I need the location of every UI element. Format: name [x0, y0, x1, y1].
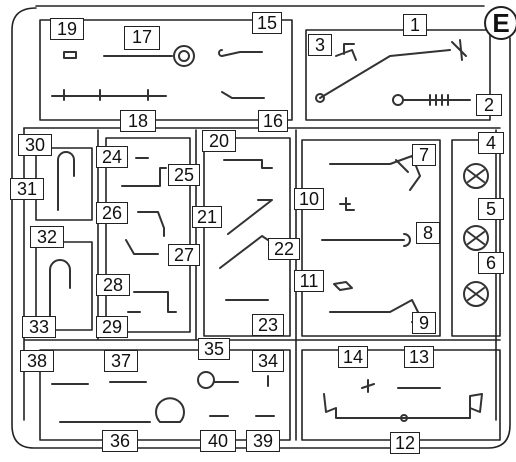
part-20 [223, 159, 273, 169]
label-4: 4 [478, 132, 504, 154]
panel-top-right [305, 29, 491, 121]
label-32: 32 [30, 226, 64, 248]
part-12 [323, 393, 483, 419]
label-12: 12 [390, 432, 420, 454]
part-11 [333, 281, 353, 291]
label-25: 25 [168, 164, 200, 186]
part-14 [361, 379, 375, 393]
panel-middle [203, 137, 291, 337]
sprue-letter: E [484, 6, 516, 40]
label-31: 31 [10, 178, 44, 200]
label-27: 27 [168, 244, 200, 266]
part-26 [137, 211, 165, 237]
label-19: 19 [50, 18, 84, 40]
label-38: 38 [20, 350, 54, 372]
part-35 [197, 371, 215, 389]
part-10 [339, 197, 355, 211]
label-2: 2 [476, 94, 502, 116]
part-18 [51, 89, 167, 101]
label-15: 15 [252, 12, 282, 34]
label-26: 26 [96, 202, 128, 224]
label-6: 6 [478, 252, 504, 274]
label-14: 14 [338, 346, 368, 368]
part-9 [329, 299, 421, 323]
panel-mid-left [105, 137, 191, 333]
part-15 [218, 49, 263, 57]
parts [49, 39, 489, 423]
label-23: 23 [252, 314, 284, 336]
part-7 [329, 155, 421, 191]
label-10: 10 [294, 188, 324, 210]
part-wheels [463, 163, 489, 307]
part-19 [63, 51, 77, 59]
label-5: 5 [478, 198, 504, 220]
label-37: 37 [104, 350, 138, 372]
part-30 [57, 151, 75, 211]
label-40: 40 [200, 430, 236, 452]
part-21 [227, 199, 273, 235]
part-1-rod [319, 49, 451, 99]
part-27 [125, 239, 159, 255]
part-28 [133, 291, 177, 313]
label-18: 18 [120, 110, 156, 132]
label-29: 29 [96, 316, 128, 338]
label-22: 22 [268, 238, 300, 260]
label-33: 33 [22, 316, 56, 338]
label-17: 17 [124, 26, 160, 50]
label-36: 36 [102, 430, 138, 452]
label-39: 39 [246, 430, 280, 452]
label-9: 9 [412, 312, 436, 334]
label-30: 30 [18, 134, 52, 156]
label-28: 28 [96, 274, 130, 296]
label-3: 3 [308, 34, 332, 56]
part-16 [221, 91, 265, 99]
label-20: 20 [202, 130, 236, 152]
label-35: 35 [198, 338, 230, 360]
label-7: 7 [412, 144, 436, 166]
label-16: 16 [258, 110, 288, 132]
part-32 [49, 259, 71, 319]
label-13: 13 [404, 346, 434, 368]
label-34: 34 [252, 350, 284, 372]
outer-frame [11, 5, 511, 449]
part-8 [321, 233, 411, 247]
part-22 [219, 235, 269, 269]
label-24: 24 [96, 146, 128, 168]
part-25 [121, 167, 167, 187]
label-1: 1 [403, 14, 427, 36]
panel-bottom-right [301, 349, 501, 441]
label-11: 11 [294, 270, 324, 292]
panel-top-left [39, 19, 293, 121]
label-8: 8 [416, 222, 440, 244]
label-21: 21 [192, 206, 222, 228]
